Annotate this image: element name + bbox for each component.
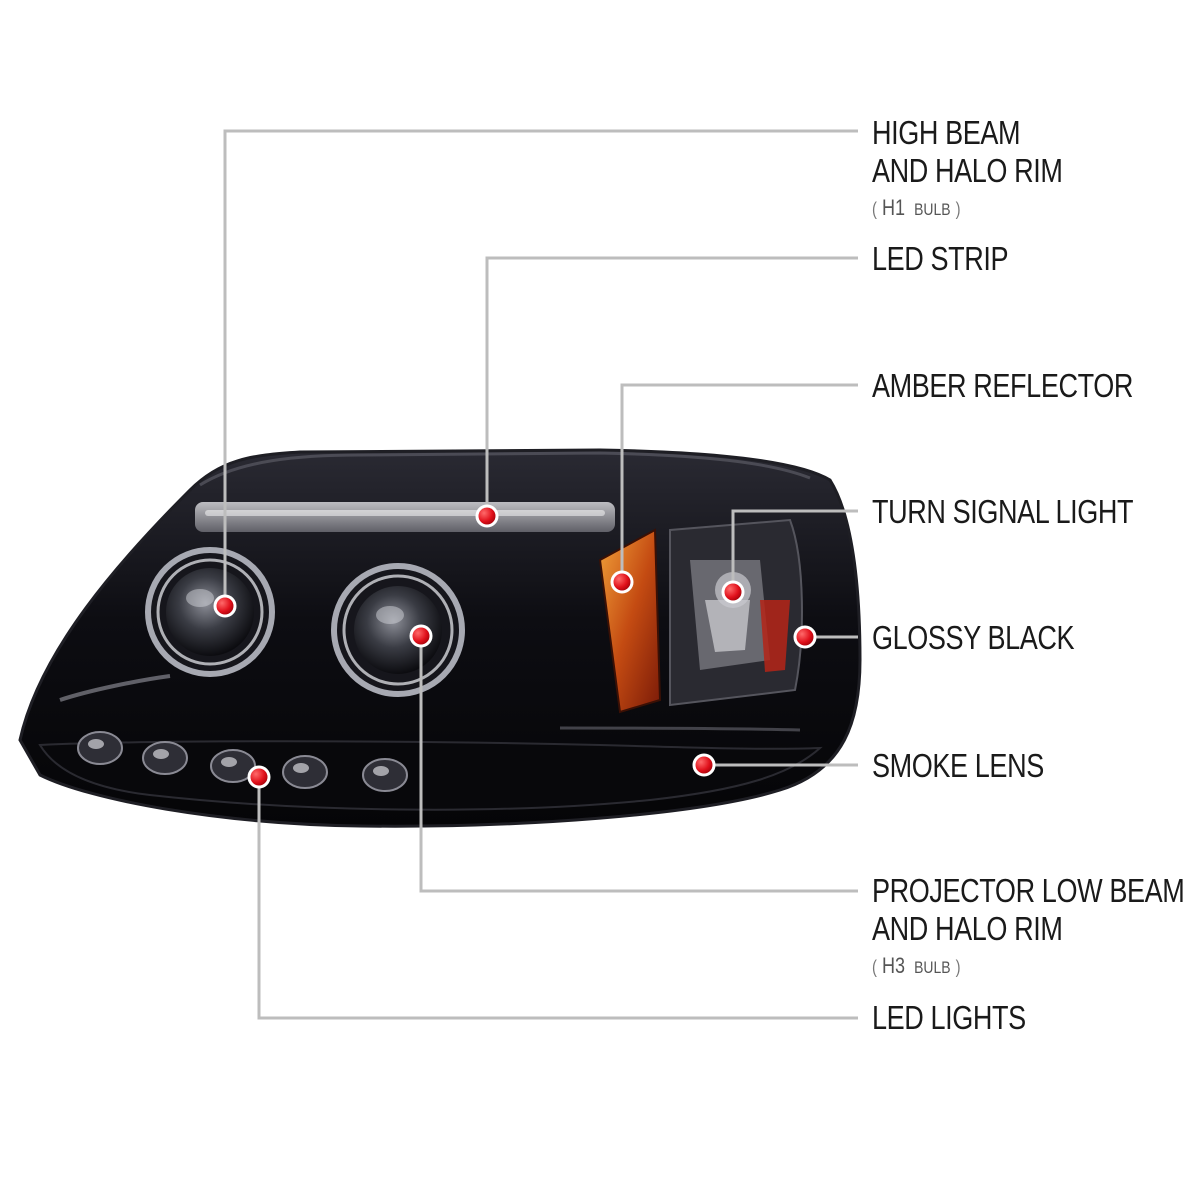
label-projector-low-beam-line-1: PROJECTOR LOW BEAM — [872, 872, 1185, 909]
leader-led-lights — [257, 777, 858, 1020]
marker-led-strip — [475, 504, 499, 528]
led-lights-row — [77, 731, 408, 792]
marker-smoke-lens — [692, 753, 716, 777]
label-high-beam-bulb: ( H1 BULB ) — [872, 195, 961, 220]
marker-projector-low-beam — [409, 624, 433, 648]
leader-high-beam — [223, 129, 858, 606]
marker-turn-signal — [721, 580, 745, 604]
low-beam-bulb-code: H3 — [881, 953, 906, 978]
label-led-strip: LED STRIP — [872, 240, 1009, 277]
leader-projector-low-beam — [419, 636, 858, 893]
leader-amber-reflector — [620, 383, 858, 582]
label-amber-reflector: AMBER REFLECTOR — [872, 367, 1133, 404]
label-turn-signal: TURN SIGNAL LIGHT — [872, 493, 1134, 530]
high-beam-projector — [145, 547, 275, 677]
label-high-beam-line-1: HIGH BEAM — [872, 114, 1021, 151]
marker-high-beam — [213, 594, 237, 618]
leader-turn-signal — [731, 509, 858, 592]
label-projector-low-beam-bulb: ( H3 BULB ) — [872, 953, 961, 978]
marker-amber-reflector — [610, 570, 634, 594]
high-beam-bulb-code: H1 — [881, 195, 906, 220]
label-glossy-black: GLOSSY BLACK — [872, 619, 1075, 656]
leader-led-strip — [485, 256, 858, 516]
label-projector-low-beam-line-2: AND HALO RIM — [872, 910, 1063, 947]
marker-led-lights — [247, 765, 271, 789]
high-beam-bulb-word: BULB — [914, 200, 951, 219]
leader-lines — [223, 129, 858, 1020]
turn-signal-chamber — [669, 518, 803, 707]
low-beam-projector — [331, 563, 465, 697]
label-smoke-lens: SMOKE LENS — [872, 747, 1044, 784]
marker-glossy-black — [793, 625, 817, 649]
callout-markers — [213, 504, 817, 789]
low-beam-bulb-word: BULB — [914, 958, 951, 977]
label-led-lights: LED LIGHTS — [872, 999, 1026, 1036]
label-high-beam-line-2: AND HALO RIM — [872, 152, 1063, 189]
led-strip-bar — [195, 502, 615, 532]
